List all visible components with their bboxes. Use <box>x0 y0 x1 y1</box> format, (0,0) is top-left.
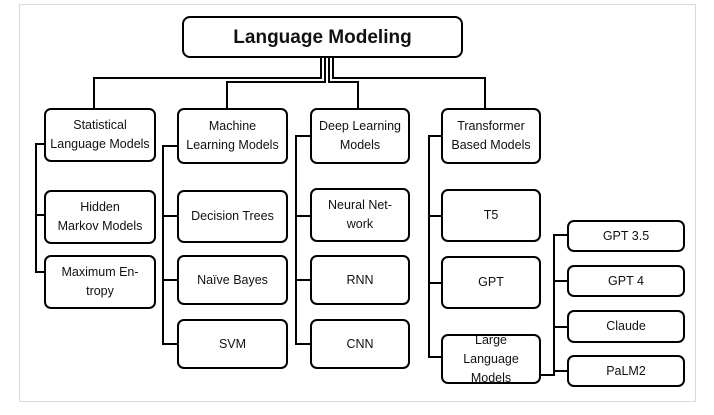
node-decision-trees: Decision Trees <box>177 190 288 243</box>
category-connector <box>428 135 441 358</box>
node-large-language-models: Large Language Models <box>441 333 541 385</box>
category-connector <box>162 145 177 345</box>
category-statistical-language-models: Statistical Language Models <box>44 108 156 162</box>
node-maximum-entropy: Maximum En- tropy <box>44 255 156 309</box>
node-palm2: PaLM2 <box>567 355 685 387</box>
node-cnn: CNN <box>310 319 410 369</box>
node-t5: T5 <box>441 189 541 242</box>
node-gpt: GPT <box>441 256 541 309</box>
root-title: Language Modeling <box>233 26 412 48</box>
root-connector <box>93 58 322 108</box>
category-deep-learning-models: Deep Learning Models <box>310 108 410 164</box>
diagram-frame <box>19 4 696 402</box>
node-svm: SVM <box>177 319 288 369</box>
root-connector <box>226 58 326 108</box>
node-gpt-4: GPT 4 <box>567 265 685 297</box>
node-gpt-3-5: GPT 3.5 <box>567 220 685 252</box>
root-connector <box>328 58 359 108</box>
node-hidden-markov-models: Hidden Markov Models <box>44 190 156 244</box>
category-machine-learning-models: Machine Learning Models <box>177 108 288 164</box>
node-claude: Claude <box>567 310 685 343</box>
node-naive-bayes: Naïve Bayes <box>177 255 288 305</box>
llm-connector <box>541 234 567 376</box>
root-connector <box>332 58 486 108</box>
root-node: Language Modeling <box>182 16 463 58</box>
category-connector <box>35 143 44 273</box>
category-transformer-based-models: Transformer Based Models <box>441 108 541 164</box>
node-rnn: RNN <box>310 255 410 305</box>
node-neural-network: Neural Net- work <box>310 188 410 242</box>
category-connector <box>295 135 310 345</box>
